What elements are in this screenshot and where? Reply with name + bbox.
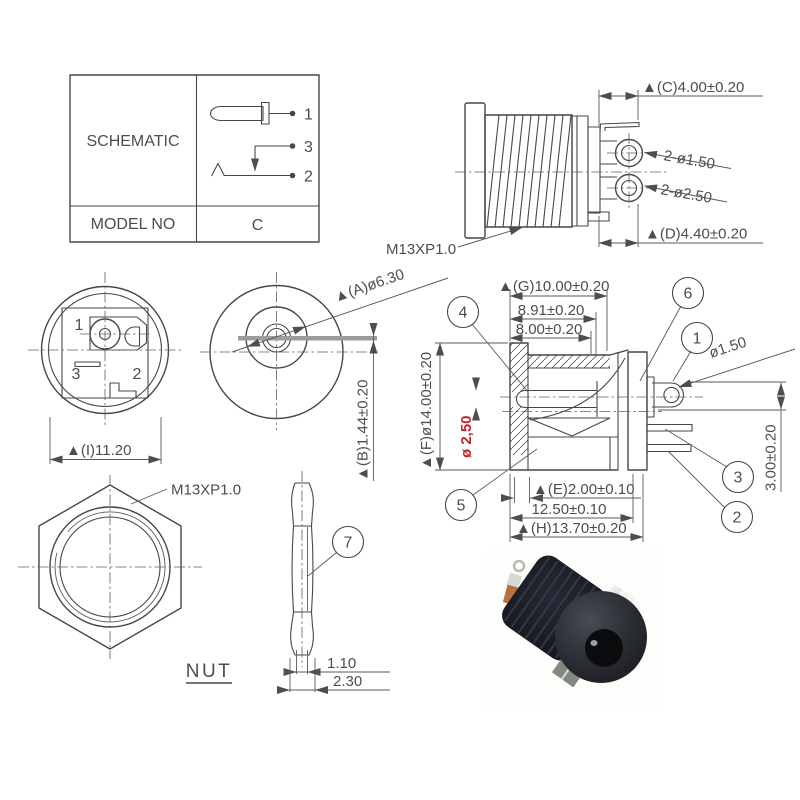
table-border (69, 74, 320, 243)
section-view: ▲(G)10.00±0.20 8.91±0.20 8.00±0.20 ▲(F)ø… (418, 276, 796, 542)
svg-text:2-ø1.50: 2-ø1.50 (662, 147, 716, 173)
rear-pin3-label: 3 (72, 366, 81, 383)
pin-slot-bar (238, 336, 377, 341)
svg-text:1: 1 (693, 331, 702, 348)
side-view: ▲(C)4.00±0.20 ▲(D)4.40±0.20 2-ø1.50 2-ø2… (386, 79, 763, 258)
svg-text:▲(A)ø6.30: ▲(A)ø6.30 (332, 266, 407, 306)
svg-text:ø1.50: ø1.50 (707, 334, 749, 362)
balloon-2: 2 (667, 450, 754, 534)
schematic-pin2-label: 2 (304, 169, 313, 186)
svg-text:▲(E)2.00±0.10: ▲(E)2.00±0.10 (533, 481, 634, 498)
svg-text:3: 3 (734, 470, 743, 487)
svg-text:5: 5 (457, 498, 466, 515)
svg-text:12.50±0.10: 12.50±0.10 (532, 501, 607, 518)
thread-spec-label: M13XP1.0 (386, 227, 523, 258)
product-photo (486, 550, 662, 710)
rear-pin1-label: 1 (75, 317, 84, 334)
balloon-4: 4 (446, 295, 529, 393)
dim-e: ▲(E)2.00±0.10 (501, 477, 641, 503)
nut-side-view: 7 1.10 2.30 (277, 471, 390, 694)
schematic-pin1-label: 1 (304, 107, 313, 124)
svg-text:2-ø2.50: 2-ø2.50 (659, 181, 713, 207)
dim-g: ▲(G)10.00±0.20 (498, 278, 609, 351)
svg-text:▲(D)4.40±0.20: ▲(D)4.40±0.20 (645, 226, 747, 243)
svg-text:3.00±0.20: 3.00±0.20 (763, 424, 780, 491)
nut-caption: NUT (186, 661, 233, 684)
dim-230: 2.30 (277, 658, 390, 694)
model-no-value: C (252, 217, 264, 234)
svg-text:▲(G)10.00±0.20: ▲(G)10.00±0.20 (498, 278, 609, 295)
dim-891: 8.91±0.20 (509, 302, 597, 354)
schematic-title: SCHEMATIC (86, 133, 179, 150)
svg-text:7: 7 (344, 535, 353, 552)
svg-text:6: 6 (684, 286, 693, 303)
svg-text:▲(F)ø14.00±0.20: ▲(F)ø14.00±0.20 (418, 352, 435, 470)
dim-d: ▲(D)4.40±0.20 (598, 204, 763, 247)
svg-text:NUT: NUT (186, 661, 233, 682)
rear-view: 1 3 2 ▲(I)11.20 (28, 272, 182, 464)
svg-text:1.10: 1.10 (327, 655, 356, 672)
svg-text:8.00±0.20: 8.00±0.20 (516, 321, 583, 338)
thread-lines (486, 114, 572, 228)
dim-b: ▲(B)1.44±0.20 (355, 323, 378, 481)
dim-i: ▲(I)11.20 (49, 417, 162, 464)
rear-pin2-label: 2 (133, 366, 142, 383)
dim-c: ▲(C)4.00±0.20 (598, 79, 763, 126)
svg-text:▲(I)11.20: ▲(I)11.20 (66, 442, 131, 459)
svg-text:8.91±0.20: 8.91±0.20 (518, 302, 585, 319)
svg-text:▲(C)4.00±0.20: ▲(C)4.00±0.20 (642, 79, 744, 96)
svg-text:M13XP1.0: M13XP1.0 (386, 241, 456, 258)
dim-110: 1.10 (283, 650, 390, 676)
svg-text:M13XP1.0: M13XP1.0 (171, 482, 241, 499)
balloon-1: 1 (672, 321, 714, 382)
schematic-pin3-label: 3 (304, 139, 313, 156)
balloon-3: 3 (664, 428, 755, 494)
dim-red-pin: ø 2,50 (458, 377, 480, 458)
nut-thread-label: M13XP1.0 (130, 482, 241, 505)
svg-text:4: 4 (459, 305, 468, 322)
svg-text:ø 2,50: ø 2,50 (458, 415, 475, 458)
front-view: ▲(A)ø6.30 ▲(B)1.44±0.20 (200, 266, 449, 481)
dim-1250: 12.50±0.10 (509, 474, 634, 542)
svg-text:2.30: 2.30 (333, 673, 362, 690)
balloon-7: 7 (307, 525, 365, 577)
dim-300: 3.00±0.20 (658, 381, 786, 492)
schematic-table: SCHEMATIC MODEL NO C 1 3 2 (69, 74, 320, 243)
svg-text:▲(H)13.70±0.20: ▲(H)13.70±0.20 (516, 520, 627, 537)
plug-symbol-icon (210, 101, 296, 179)
svg-text:2: 2 (733, 510, 742, 527)
balloon-5: 5 (444, 448, 538, 522)
dim-holes-small: 2-ø1.50 (644, 147, 732, 173)
dim-800: 8.00±0.20 (509, 321, 592, 354)
dim-f: ▲(F)ø14.00±0.20 (418, 342, 508, 471)
balloon-6: 6 (639, 276, 705, 382)
dim-holes-large: 2-ø2.50 (644, 181, 728, 207)
dim-h: ▲(H)13.70±0.20 (509, 474, 644, 542)
model-no-label: MODEL NO (91, 216, 176, 233)
nut-view: M13XP1.0 NUT (18, 475, 241, 684)
svg-text:▲(B)1.44±0.20: ▲(B)1.44±0.20 (355, 380, 372, 481)
